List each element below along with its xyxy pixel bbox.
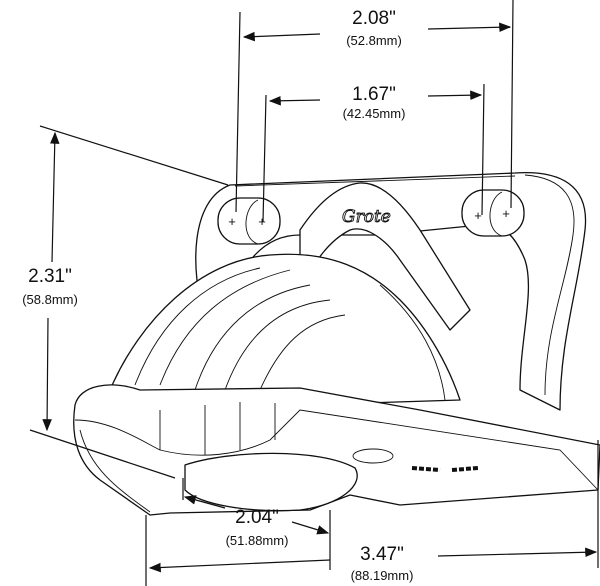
dimension-inches-label: 2.31" [28, 266, 72, 287]
lamp-hood [109, 253, 461, 406]
dimension-lens-width: 2.04" (51.88mm) [182, 478, 331, 570]
dimension-height: 2.31" (58.8mm) [22, 125, 229, 479]
lamp-lens [184, 452, 358, 512]
dimension-mm-label: (52.8mm) [346, 33, 402, 48]
dimension-inches-label: 2.04" [235, 507, 279, 528]
mounting-slot-right: + + [461, 189, 525, 237]
center-mark-icon: + [258, 214, 266, 229]
dimension-inches-label: 1.67" [352, 84, 396, 105]
center-mark-icon: + [502, 206, 510, 221]
grote-logo: Grote [342, 207, 391, 227]
mounting-slot-left: + + [217, 197, 281, 245]
dimension-mm-label: (42.45mm) [343, 106, 406, 121]
center-mark-icon: + [474, 208, 482, 223]
dimension-overall-width: 3.47" (88.19mm) [145, 440, 599, 586]
dimension-outer-hole-spacing: 2.08" (52.8mm) [235, 0, 514, 213]
mounting-hole [352, 448, 394, 464]
dimension-inches-label: 3.47" [360, 544, 404, 565]
dimension-mm-label: (51.88mm) [226, 533, 289, 548]
dimension-inches-label: 2.08" [352, 8, 396, 29]
dimension-mm-label: (88.19mm) [351, 568, 414, 583]
lamp-illustration: + + + + Grote [73, 171, 600, 516]
center-mark-icon: + [228, 214, 236, 229]
dimension-inner-hole-spacing: 1.67" (42.45mm) [262, 83, 485, 223]
dimension-mm-label: (58.8mm) [22, 292, 78, 307]
